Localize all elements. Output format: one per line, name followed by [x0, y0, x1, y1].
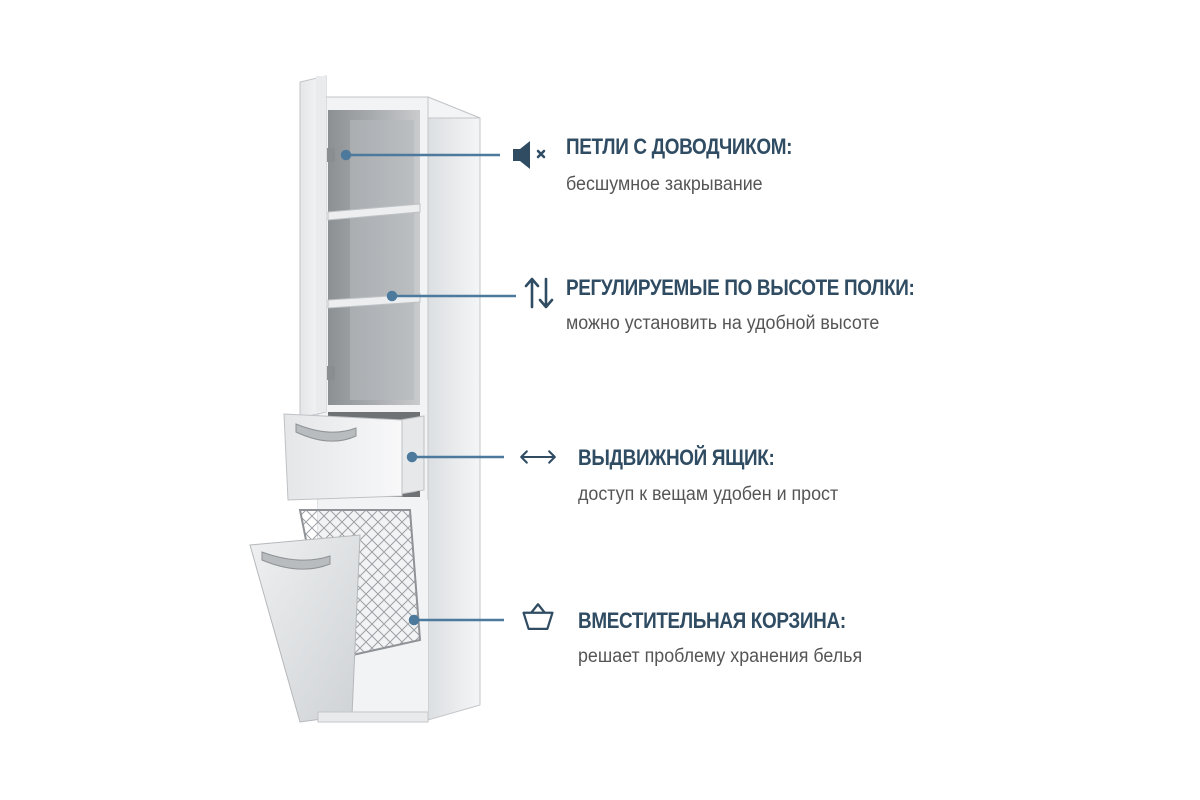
hinge-bottom [327, 366, 335, 380]
speaker-mute-icon [513, 141, 546, 169]
up-down-arrows-icon [524, 277, 554, 309]
left-right-arrow-icon [520, 450, 556, 464]
feature-subtitle: можно установить на удобной высоте [566, 313, 880, 334]
leader-lines [340, 149, 516, 626]
feature-title: ВЫДВИЖНОЙ ЯЩИК: [578, 445, 775, 470]
feature-title: ПЕТЛИ С ДОВОДЧИКОМ: [566, 134, 793, 159]
drawer-handle [295, 423, 357, 442]
shelf-1 [327, 203, 421, 221]
cabinet-side-panel [427, 96, 481, 721]
feature-subtitle: доступ к вещам удобен и прост [578, 484, 839, 505]
feature-subtitle: решает проблему хранения белья [578, 646, 863, 667]
feature-title: ВМЕСТИТЕЛЬНАЯ КОРЗИНА: [578, 608, 846, 633]
feature-subtitle: бесшумное закрывание [566, 174, 763, 195]
basket-door-handle [261, 551, 331, 570]
hinge-top [327, 148, 335, 162]
basket-icon [522, 603, 554, 631]
feature-title: РЕГУЛИРУЕМЫЕ ПО ВЫСОТЕ ПОЛКИ: [566, 275, 915, 300]
